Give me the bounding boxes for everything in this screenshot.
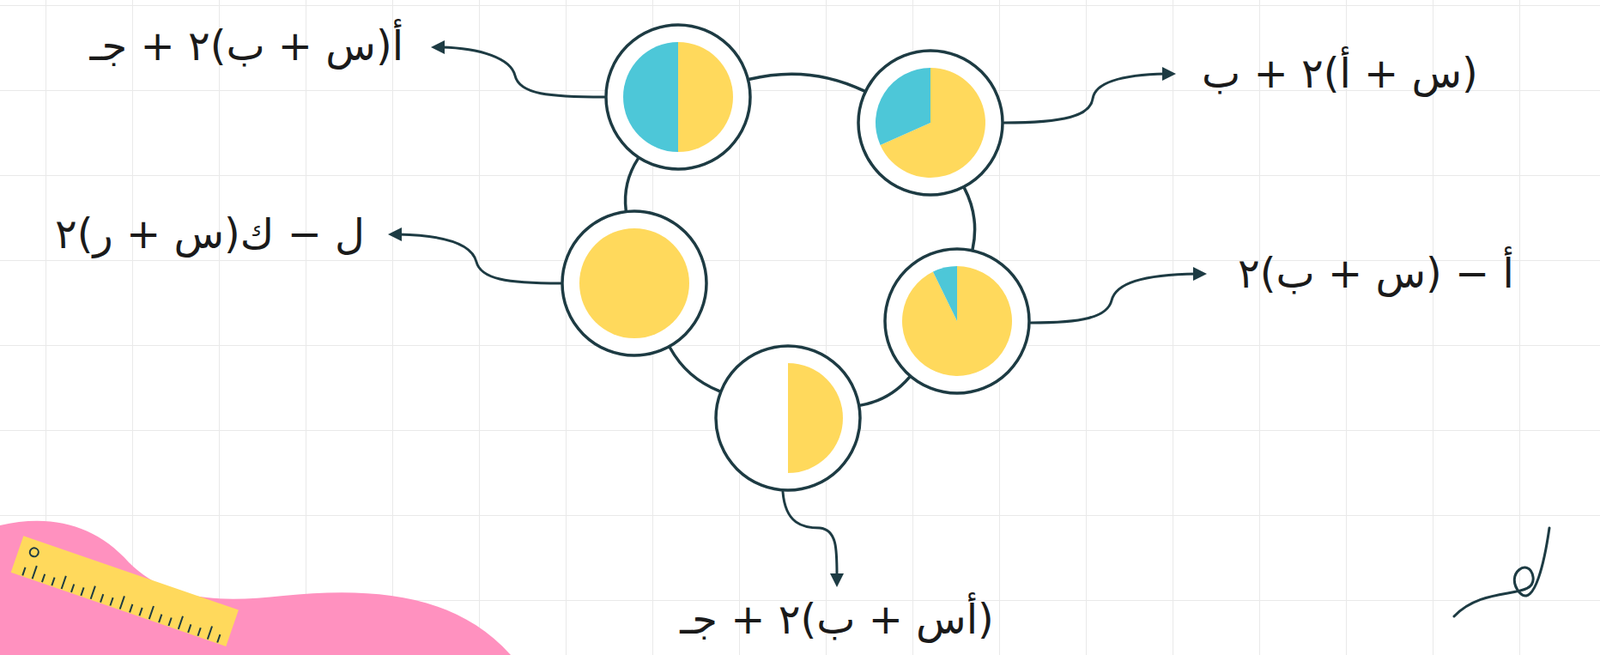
- ring-connector: [670, 347, 721, 392]
- ruler-body: [11, 535, 239, 647]
- circle-border: [884, 248, 1030, 394]
- ruler-ticks: [22, 562, 222, 643]
- formula-label: (س + أ)٢ + ب: [1201, 48, 1479, 99]
- leader-arrowheads: [387, 40, 1207, 588]
- circle-outline: [558, 207, 710, 359]
- leader-line: [398, 234, 561, 284]
- leader-line: [441, 47, 605, 97]
- circle-outline: [881, 245, 1033, 397]
- circle-outline: [712, 342, 864, 494]
- ruler-hole: [28, 546, 40, 558]
- pie-circle-node: (س + أ)٢ + ب: [854, 47, 1007, 199]
- doodle-loop: [1454, 527, 1550, 617]
- circle-border: [858, 50, 1003, 195]
- formula-label: ل − ك(س + ر)٢: [54, 209, 365, 260]
- pie-wedge: [902, 266, 1013, 376]
- circle-border: [606, 24, 751, 170]
- pie-wedge: [875, 67, 931, 146]
- pie-wedge: [787, 363, 843, 473]
- circle-outline: [854, 47, 1007, 199]
- arrowhead: [430, 40, 445, 55]
- circle-border: [715, 345, 861, 491]
- formula-label: أ(س + ب)٢ + جـ: [89, 21, 404, 72]
- leader-line: [782, 491, 837, 576]
- pie-circle-node: أ − (س + ب)٢: [881, 245, 1033, 397]
- pie-wedge: [678, 42, 734, 152]
- arrowhead: [830, 573, 844, 588]
- formula-label: (أس + ب)٢ + جـ: [679, 594, 994, 645]
- ring-connector: [860, 376, 910, 406]
- pie-wedge: [623, 42, 679, 152]
- pie-fill: [579, 228, 690, 339]
- ring-connector: [749, 73, 865, 91]
- circle-outline: [602, 21, 754, 173]
- arrowhead: [1162, 66, 1176, 81]
- pie-circle-node: (أس + ب)٢ + جـ: [712, 342, 864, 494]
- leader-line: [1004, 73, 1166, 123]
- pie-circle-node: ل − ك(س + ر)٢: [558, 207, 710, 359]
- ring-connector: [625, 158, 639, 211]
- ring-connector: [964, 187, 976, 249]
- leader-lines: [398, 47, 1197, 576]
- circle-border: [562, 211, 707, 356]
- pink-blob: [0, 521, 511, 655]
- leader-line: [1030, 273, 1197, 323]
- pie-wedge: [933, 266, 958, 322]
- formula-label: أ − (س + ب)٢: [1237, 248, 1515, 299]
- ruler-illustration: [11, 535, 239, 647]
- arrowhead: [1193, 266, 1207, 281]
- arrowhead: [387, 227, 402, 242]
- pie-circle-node: أ(س + ب)٢ + جـ: [602, 21, 754, 173]
